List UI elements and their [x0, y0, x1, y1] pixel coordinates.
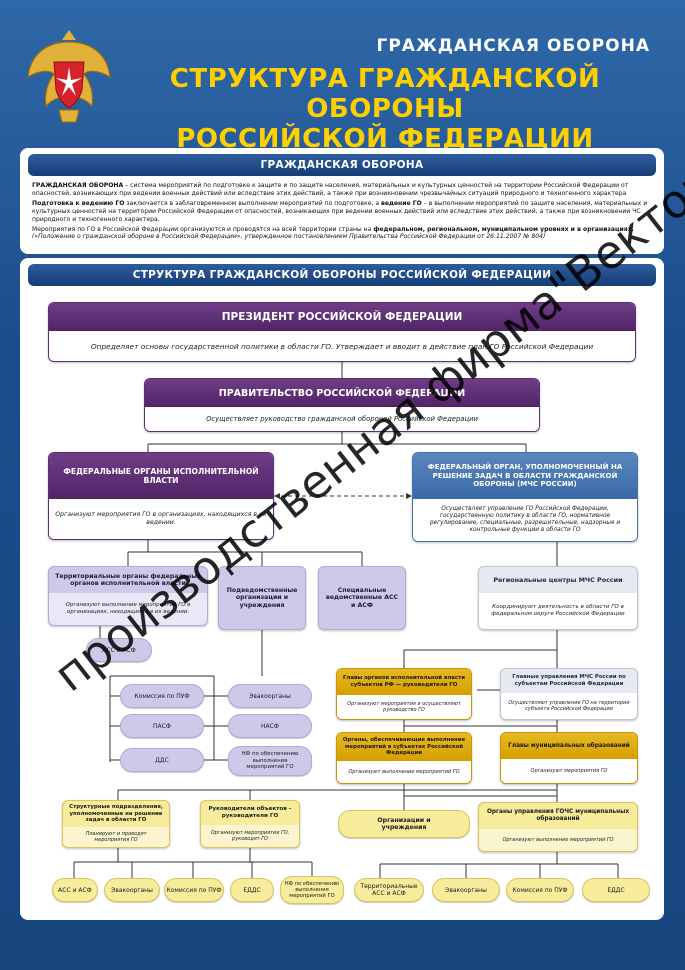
structural-box: Структурные подразделения, уполномоченны…: [62, 800, 170, 848]
left-mid-pasf: ПАСФ: [120, 714, 204, 738]
government-box: ПРАВИТЕЛЬСТВО РОССИЙСКОЙ ФЕДЕРАЦИИ Осуще…: [144, 378, 540, 432]
p3-bold: федеральном, региональном, муниципальном…: [373, 225, 634, 233]
municipal-heads-title: Главы муниципальных образований: [501, 733, 637, 759]
bottom-left-ass: АСС и АСФ: [52, 878, 98, 902]
territorial-box: Территориальные органы федеральных орган…: [48, 566, 208, 626]
main-departments-box: Главные управления МЧС России по субъект…: [500, 668, 638, 720]
orgs-pill: Организации и учреждения: [338, 810, 470, 838]
left-mid-dds: ДДС: [120, 748, 204, 772]
subordinate-box: Подведомственные организации и учреждени…: [218, 566, 306, 630]
bottom-left-edds: ЕДДС: [230, 878, 274, 902]
p2-mid: заключается в заблаговременном выполнени…: [124, 199, 381, 207]
bottom-right-puf: Комиссия по ПУФ: [506, 878, 574, 902]
p3-text: Мероприятия по ГО в Российской Федерации…: [32, 225, 374, 233]
bottom-left-puf: Комиссия по ПУФ: [164, 878, 224, 902]
mchs-title: ФЕДЕРАЛЬНЫЙ ОРГАН, УПОЛНОМОЧЕННЫЙ НА РЕШ…: [413, 453, 637, 499]
territorial-desc: Организуют выполнение мероприятий ГО в о…: [49, 593, 207, 625]
bottom-left-evac: Эвакоорганы: [104, 878, 160, 902]
structure-band: СТРУКТУРА ГРАЖДАНСКОЙ ОБОРОНЫ РОССИЙСКОЙ…: [28, 264, 656, 286]
ass-asf-pill: АСС и АСФ: [86, 638, 152, 662]
bottom-right-evac: Эвакоорганы: [432, 878, 500, 902]
subject-orgs-box: Органы, обеспечивающие выполнение меропр…: [336, 732, 472, 784]
federal-bodies-box: ФЕДЕРАЛЬНЫЕ ОРГАНЫ ИСПОЛНИТЕЛЬНОЙ ВЛАСТИ…: [48, 452, 274, 540]
municipal-mgmt-title: Органы управления ГОЧС муниципальных обр…: [486, 809, 630, 822]
president-desc: Определяет основы государственной полити…: [49, 331, 635, 361]
object-heads-box: Руководители объектов – руководители ГО …: [200, 800, 300, 848]
municipal-heads-desc: Организуют мероприятия ГО: [501, 759, 637, 783]
special-title: Специальные ведомственные АСС и АСФ: [325, 586, 399, 609]
special-box: Специальные ведомственные АСС и АСФ: [318, 566, 406, 630]
territorial-title: Территориальные органы федеральных орган…: [55, 572, 201, 588]
regional-centers-box: Региональные центры МЧС России Координир…: [478, 566, 638, 630]
municipal-mgmt-box: Органы управления ГОЧС муниципальных обр…: [478, 802, 638, 852]
object-heads-desc: Организуют мероприятия ГО, руководят ГО: [201, 825, 299, 847]
p2-lead: Подготовка к ведению ГО: [32, 199, 125, 207]
federal-bodies-desc: Организуют мероприятия ГО в организациях…: [49, 499, 273, 539]
structural-desc: Планируют и проводят мероприятия ГО: [63, 827, 169, 847]
center-mid-nf: НФ по обеспечению выполнения мероприятий…: [228, 746, 312, 776]
main-departments-title: Главные управления МЧС России по субъект…: [512, 674, 626, 687]
intro-text: ГРАЖДАНСКАЯ ОБОРОНА – система мероприяти…: [32, 182, 652, 243]
regional-centers-desc: Координируют деятельность в области ГО в…: [479, 593, 637, 629]
intro-band: ГРАЖДАНСКАЯ ОБОРОНА: [28, 154, 656, 176]
object-heads-title: Руководители объектов – руководители ГО: [208, 806, 292, 819]
bottom-right-ass: Территориальные АСС и АСФ: [354, 878, 424, 902]
p3-note: («Положение о гражданской обороне в Росс…: [32, 233, 546, 241]
structural-title: Структурные подразделения, уполномоченны…: [69, 804, 163, 824]
page-title: СТРУКТУРА ГРАЖДАНСКОЙ ОБОРОНЫ РОССИЙСКОЙ…: [105, 64, 665, 154]
mchs-emblem-icon: [27, 30, 111, 123]
subject-heads-desc: Организуют мероприятия и осуществляют ру…: [337, 695, 471, 719]
intro-panel: ГРАЖДАНСКАЯ ОБОРОНА ГРАЖДАНСКАЯ ОБОРОНА …: [20, 148, 664, 254]
president-title: ПРЕЗИДЕНТ РОССИЙСКОЙ ФЕДЕРАЦИИ: [49, 303, 635, 331]
mchs-desc: Осуществляет управление ГО Российской Фе…: [413, 499, 637, 541]
mchs-box: ФЕДЕРАЛЬНЫЙ ОРГАН, УПОЛНОМОЧЕННЫЙ НА РЕШ…: [412, 452, 638, 542]
federal-bodies-title: ФЕДЕРАЛЬНЫЕ ОРГАНЫ ИСПОЛНИТЕЛЬНОЙ ВЛАСТИ: [49, 453, 273, 499]
subject-heads-box: Главы органов исполнительной власти субъ…: [336, 668, 472, 720]
left-mid-puf: Комиссия по ПУФ: [120, 684, 204, 708]
center-mid-evac: Эвакоорганы: [228, 684, 312, 708]
p1-label: ГРАЖДАНСКАЯ ОБОРОНА: [32, 182, 124, 189]
government-desc: Осуществляет руководство гражданской обо…: [145, 407, 539, 431]
government-title: ПРАВИТЕЛЬСТВО РОССИЙСКОЙ ФЕДЕРАЦИИ: [145, 379, 539, 407]
regional-centers-title: Региональные центры МЧС России: [493, 576, 623, 584]
subject-orgs-title: Органы, обеспечивающие выполнение меропр…: [337, 733, 471, 761]
municipal-heads-box: Главы муниципальных образований Организу…: [500, 732, 638, 784]
title-line-1: СТРУКТУРА ГРАЖДАНСКОЙ ОБОРОНЫ: [169, 64, 601, 124]
p2-bold: ведение ГО: [381, 199, 422, 207]
header-subtitle: ГРАЖДАНСКАЯ ОБОРОНА: [376, 36, 650, 56]
center-mid-nasf: НАСФ: [228, 714, 312, 738]
p1-text: – система мероприятий по подготовке к за…: [32, 182, 629, 197]
subordinate-title: Подведомственные организации и учреждени…: [226, 586, 298, 609]
subject-heads-title: Главы органов исполнительной власти субъ…: [337, 669, 471, 695]
bottom-right-edds: ЕДДС: [582, 878, 650, 902]
president-box: ПРЕЗИДЕНТ РОССИЙСКОЙ ФЕДЕРАЦИИ Определяе…: [48, 302, 636, 362]
subject-orgs-desc: Организуют выполнение мероприятий ГО: [337, 761, 471, 783]
municipal-mgmt-desc: Организуют выполнение мероприятий ГО: [479, 829, 637, 851]
p2-rest: – в выполнении мероприятий по защите нас…: [32, 199, 648, 223]
bottom-left-nf: НФ по обеспечению выполнения мероприятий…: [280, 876, 344, 904]
main-departments-desc: Осуществляют управление ГО на территории…: [501, 693, 637, 719]
